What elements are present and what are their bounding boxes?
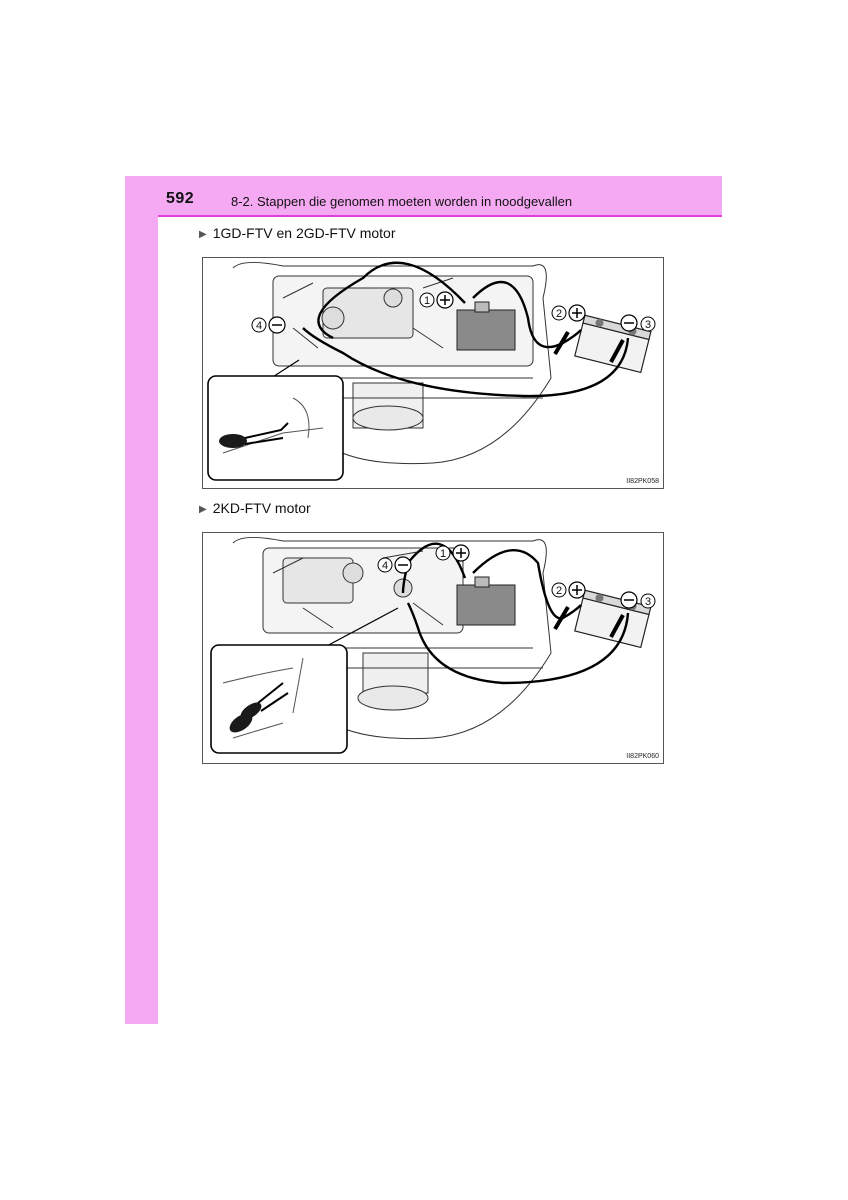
callout-3: 3 xyxy=(645,319,651,331)
figure-2kd-jumpstart: 1 4 2 3 II82PK060 xyxy=(202,532,664,764)
figure-code: II82PK058 xyxy=(626,478,659,485)
subhead-1gd-2gd: ▶ 1GD-FTV en 2GD-FTV motor xyxy=(199,225,396,241)
engine-bay-illustration: 1 2 3 4 xyxy=(203,258,663,488)
ground-point-inset xyxy=(208,376,343,480)
callout-1: 1 xyxy=(440,548,446,560)
subhead-2kd: ▶ 2KD-FTV motor xyxy=(199,500,311,516)
page-number: 592 xyxy=(166,190,194,208)
subhead-label: 1GD-FTV en 2GD-FTV motor xyxy=(213,225,396,241)
chapter-side-tab xyxy=(125,176,158,1024)
callout-1: 1 xyxy=(424,295,430,307)
triangle-right-icon: ▶ xyxy=(199,504,207,515)
section-title: 8-2. Stappen die genomen moeten worden i… xyxy=(231,194,572,209)
callout-4: 4 xyxy=(256,320,262,332)
vehicle-battery xyxy=(457,310,515,350)
booster-battery xyxy=(575,315,651,372)
subhead-label: 2KD-FTV motor xyxy=(213,500,311,516)
vehicle-battery xyxy=(457,585,515,625)
figure-code: II82PK060 xyxy=(626,753,659,760)
figure-1gd-2gd-jumpstart: 1 2 3 4 II82PK058 xyxy=(202,257,664,489)
callout-4: 4 xyxy=(382,560,388,572)
engine-bay-illustration: 1 4 2 3 xyxy=(203,533,663,763)
header-rule xyxy=(158,215,722,217)
callout-2: 2 xyxy=(556,585,562,597)
triangle-right-icon: ▶ xyxy=(199,229,207,240)
ground-point-inset xyxy=(211,645,347,753)
callout-3: 3 xyxy=(645,596,651,608)
callout-2: 2 xyxy=(556,308,562,320)
booster-battery xyxy=(575,590,651,647)
